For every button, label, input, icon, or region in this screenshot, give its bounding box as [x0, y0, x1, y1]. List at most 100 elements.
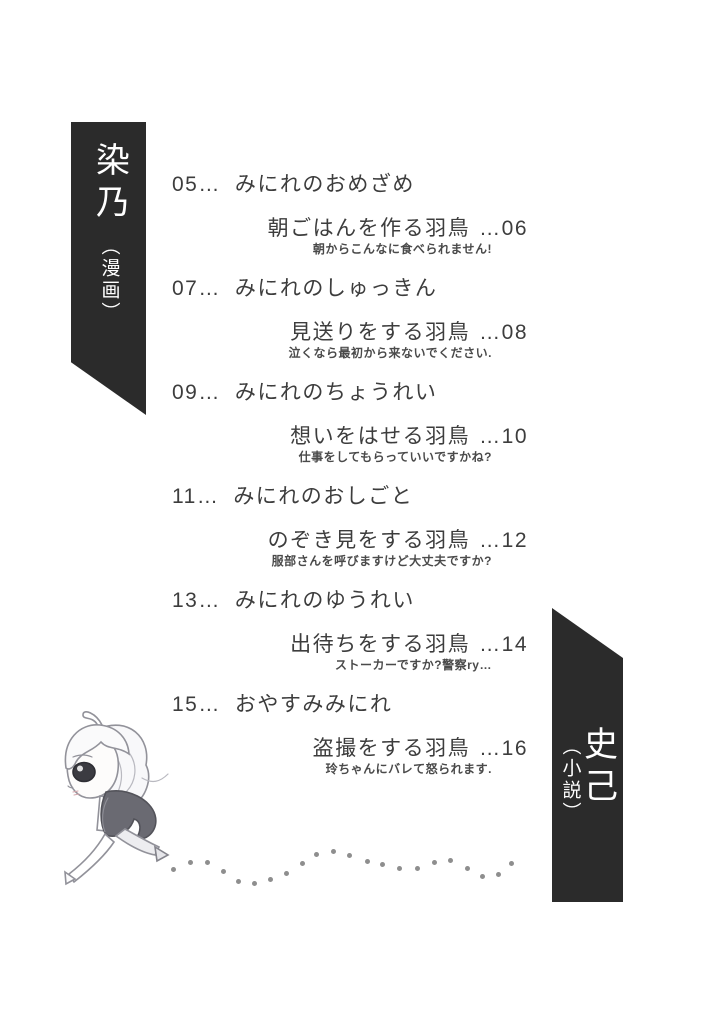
chapter-subtitle: 想いをはせる羽鳥 [290, 425, 471, 448]
toc-entry-title-line: 09… みにれのちょうれい [172, 376, 437, 406]
toc-entry: 11…みにれのおしごと のぞき見をする羽鳥…12 服部さんを呼びますけど大丈夫で… [172, 480, 530, 576]
trail-dot [414, 865, 420, 871]
novel-author-name: 史己 [579, 726, 616, 810]
trail-dot [204, 859, 210, 865]
trail-dot [396, 865, 402, 871]
chapter-title: おやすみみにれ [234, 693, 393, 716]
leader-dots: … [479, 217, 502, 240]
novel-medium-label: （小説） [560, 736, 581, 824]
trail-dot [479, 873, 485, 879]
page-number: 10 [501, 425, 528, 448]
leader-dots: … [198, 693, 221, 716]
manga-author-name: 染乃 [90, 142, 128, 226]
toc-entry-subtitle-line: 朝ごはんを作る羽鳥 …06 [268, 212, 528, 242]
page-number: 15 [172, 693, 199, 716]
chapter-title: みにれのちょうれい [234, 381, 438, 404]
trail-dot [508, 860, 514, 866]
ribbon-novel-author: 史己（小説） [552, 608, 623, 902]
leader-dots: … [198, 589, 221, 612]
ribbon-novel-text: 史己（小説） [561, 726, 614, 902]
trail-dot [235, 878, 241, 884]
chapter-title: みにれのゆうれい [234, 589, 415, 612]
toc-entry: 05…みにれのおめざめ 朝ごはんを作る羽鳥…06 朝からこんなに食べられません! [172, 168, 530, 264]
hair-front [64, 724, 130, 770]
ahoge-curl [82, 711, 103, 726]
toc-entry-subtitle-line: 見送りをする羽鳥 …08 [290, 316, 528, 346]
chapter-subtitle: 見送りをする羽鳥 [290, 321, 471, 344]
toc-entry: 09…みにれのちょうれい 想いをはせる羽鳥…10 仕事をしてもらっていいですかね… [172, 376, 530, 472]
trail-dot [346, 852, 352, 858]
trail-dot [220, 868, 226, 874]
trail-dot [464, 865, 470, 871]
toc-entry-subtitle-line: 盗撮をする羽鳥 …16 [313, 732, 528, 762]
toc-entry-caption: ストーカーですか?警察ry… [335, 658, 492, 672]
trail-dot [379, 861, 385, 867]
toc-entry: 15…おやすみみにれ 盗撮をする羽鳥…16 玲ちゃんにバレて怒られます. [172, 688, 530, 784]
leader-dots: … [479, 737, 502, 760]
trail-dot [283, 870, 289, 876]
ribbon-manga-author: 染乃 （漫画） [71, 122, 146, 415]
chapter-subtitle: 朝ごはんを作る羽鳥 [267, 217, 471, 240]
trail-dot [364, 858, 370, 864]
leader-dots: … [198, 277, 221, 300]
toc-entry-title-line: 05… みにれのおめざめ [172, 168, 415, 198]
manga-medium-label: （漫画） [98, 236, 120, 324]
toc-entry-caption: 泣くなら最初から来ないでください. [288, 346, 492, 360]
leader-dots: … [479, 529, 502, 552]
toc-entry: 13…みにれのゆうれい 出待ちをする羽鳥…14 ストーカーですか?警察ry… [172, 584, 530, 680]
toc-entry-title-line: 15… おやすみみにれ [172, 688, 392, 718]
trail-dot [431, 859, 437, 865]
leader-dots: … [198, 381, 221, 404]
chapter-subtitle: 出待ちをする羽鳥 [290, 633, 471, 656]
toc-entry-title-line: 11… みにれのおしごと [172, 480, 413, 510]
eye [72, 761, 96, 783]
trail-dot [187, 859, 193, 865]
chapter-title: みにれのおしごと [233, 485, 414, 508]
front-leg [67, 832, 116, 884]
page-number: 07 [172, 277, 199, 300]
page-number: 11 [172, 485, 197, 508]
trail-dot [170, 866, 176, 872]
chibi-character-illustration [64, 711, 170, 886]
leader-dots: … [198, 173, 221, 196]
page-number: 14 [501, 633, 528, 656]
chapter-title: みにれのおめざめ [234, 173, 415, 196]
trail-dot [299, 860, 305, 866]
chapter-subtitle: 盗撮をする羽鳥 [312, 737, 471, 760]
toc-entry-title-line: 13… みにれのゆうれい [172, 584, 415, 614]
ribbon-manga-text: 染乃 （漫画） [90, 142, 128, 324]
trail-dot [313, 851, 319, 857]
page-number: 13 [172, 589, 199, 612]
leader-dots: … [479, 425, 502, 448]
toc-entry: 07…みにれのしゅっきん 見送りをする羽鳥…08 泣くなら最初から来ないでくださ… [172, 272, 530, 368]
trail-dot [267, 876, 273, 882]
toc-entry-title-line: 07…みにれのしゅっきん [172, 272, 437, 302]
trail-dot [330, 848, 336, 854]
leader-dots: … [196, 485, 220, 508]
front-shoe [64, 870, 77, 886]
toc-entry-subtitle-line: 想いをはせる羽鳥 …10 [290, 420, 528, 450]
page-number: 05 [172, 173, 199, 196]
page-number: 12 [501, 529, 528, 552]
page-number: 16 [501, 737, 528, 760]
trail-dot [447, 857, 453, 863]
mouth [67, 785, 74, 789]
toc-entry-subtitle-line: 出待ちをする羽鳥 …14 [290, 628, 528, 658]
toc-entry-caption: 朝からこんなに食べられません! [312, 242, 492, 256]
toc-entry-caption: 服部さんを呼びますけど大丈夫ですか? [271, 554, 492, 568]
page-number: 08 [501, 321, 528, 344]
page-number: 06 [501, 217, 528, 240]
trail-dot [495, 871, 501, 877]
leader-dots: … [479, 633, 502, 656]
page-number: 09 [172, 381, 199, 404]
blush [72, 790, 80, 796]
trail-dot [251, 880, 257, 886]
leader-dots: … [479, 321, 502, 344]
toc-entry-subtitle-line: のぞき見をする羽鳥 …12 [268, 524, 528, 554]
back-shoe [153, 845, 170, 863]
toc-entry-caption: 仕事をしてもらっていいですかね? [298, 450, 492, 464]
back-leg [114, 828, 161, 856]
jacket [100, 790, 157, 840]
chapter-subtitle: のぞき見をする羽鳥 [267, 529, 471, 552]
